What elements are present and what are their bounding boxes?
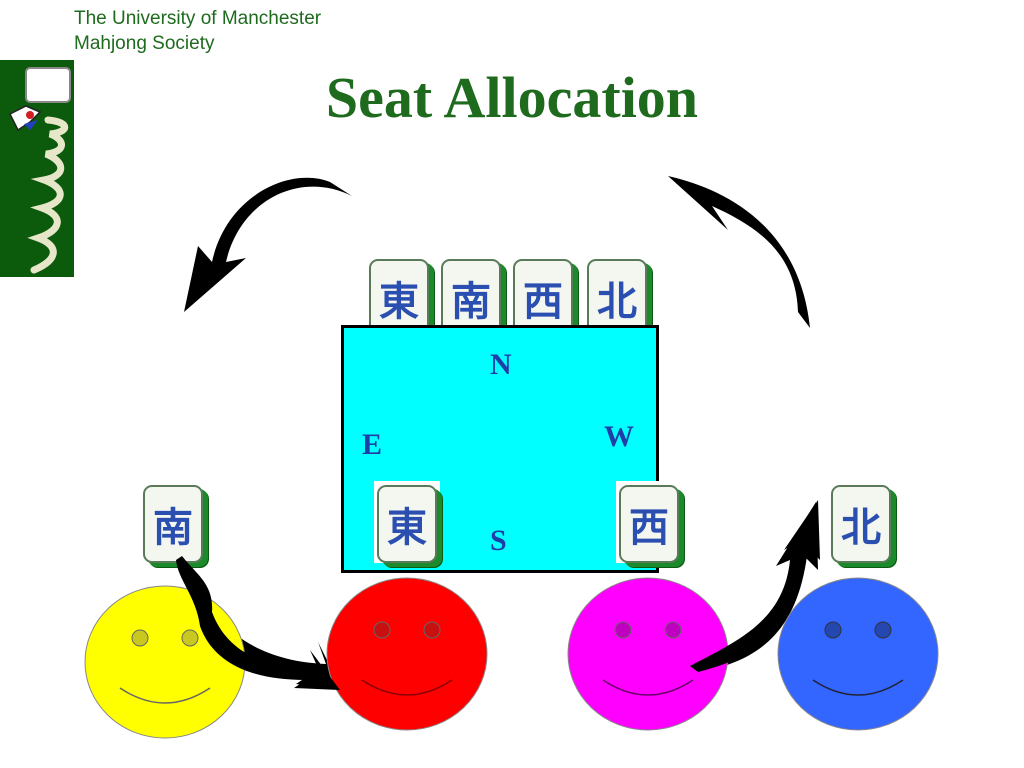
tile-south-wind: 南	[438, 255, 504, 337]
arrow-magenta-to-blue-icon	[690, 502, 818, 672]
tile-table-west: 西	[616, 481, 682, 563]
tile-glyph: 南	[451, 279, 491, 325]
society-header: The University of Manchester Mahjong Soc…	[74, 6, 321, 56]
seat-east-label: E	[362, 428, 383, 461]
university-name: The University of Manchester	[74, 8, 322, 29]
curved-arrow-top-right-icon	[668, 176, 810, 328]
tile-glyph: 西	[523, 279, 563, 325]
logo-graphic	[8, 67, 71, 274]
arrow-yellow-to-red-icon	[176, 556, 340, 690]
society-name: Mahjong Society	[74, 33, 215, 54]
curved-arrow-top-left-icon	[184, 177, 352, 312]
tile-glyph: 北	[841, 505, 881, 551]
society-logo	[0, 60, 74, 277]
player-red-face	[326, 577, 488, 731]
page-title: Seat Allocation	[325, 65, 699, 130]
tile-player-south: 南	[140, 481, 206, 563]
tile-west-wind: 西	[510, 255, 576, 337]
tile-glyph: 南	[153, 505, 193, 551]
tile-glyph: 東	[387, 505, 427, 551]
tile-glyph: 西	[629, 505, 669, 551]
seat-south-label: S	[490, 524, 507, 557]
tile-east-wind: 東	[366, 255, 432, 337]
tile-glyph: 東	[379, 279, 419, 325]
tile-table-east: 東	[374, 481, 440, 563]
player-blue-face	[777, 577, 939, 731]
seat-west-label: W	[604, 420, 634, 453]
seat-north-label: N	[490, 348, 512, 381]
tile-player-north: 北	[828, 481, 894, 563]
tile-north-wind: 北	[584, 255, 650, 337]
tile-glyph: 北	[597, 279, 637, 325]
